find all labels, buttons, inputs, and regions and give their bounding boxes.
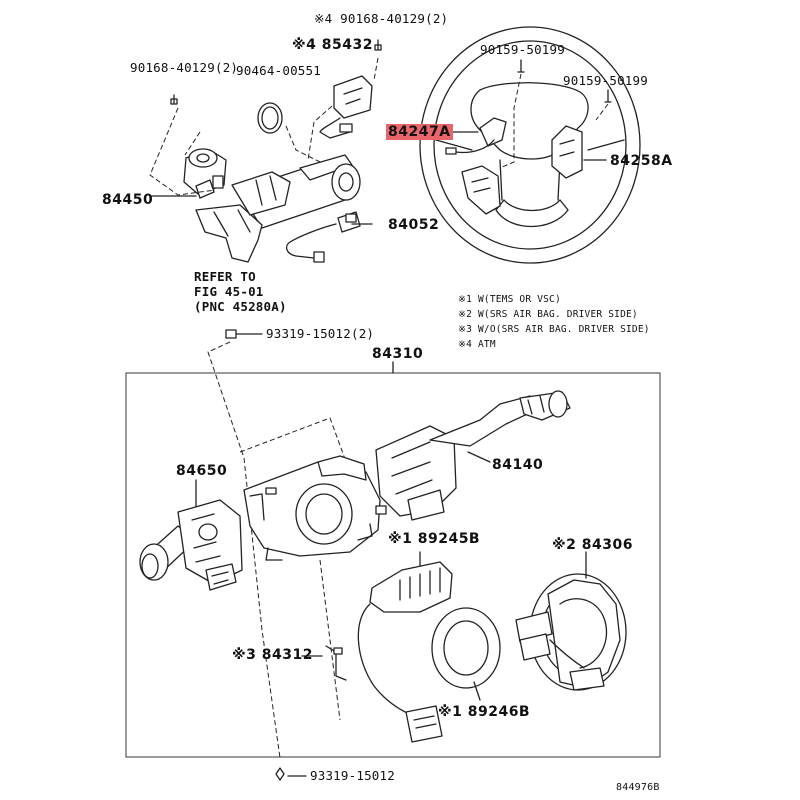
label-refer-pnc: (PNC 45280A) [194, 299, 287, 314]
screw-93319-bottom [275, 767, 307, 781]
label-90159-50199-b: 90159-50199 [563, 73, 648, 88]
label-84140: 84140 [492, 457, 544, 473]
stalk-84140 [375, 390, 571, 521]
label-84052: 84052 [388, 217, 440, 233]
steering-wheel-group [419, 26, 641, 264]
label-90464-00551: 90464-00551 [236, 63, 321, 78]
steering-column-group [170, 39, 382, 263]
sensor-89245B [357, 551, 453, 743]
central-switch-body [243, 455, 387, 561]
label-89245B: ※1 89245B [388, 531, 481, 547]
label-84450: 84450 [102, 192, 154, 208]
label-85432: ※4 85432 [292, 37, 373, 53]
label-93319-15012-bottom: 93319-15012 [310, 768, 395, 783]
label-93319-15012-top: 93319-15012(2) [266, 326, 375, 341]
combination-switch-frame [125, 341, 661, 759]
label-84650: 84650 [176, 463, 228, 479]
footnotes: ※1 W(TEMS OR VSC) ※2 W(SRS AIR BAG. DRIV… [458, 292, 650, 352]
label-84258A: 84258A [610, 153, 673, 169]
label-84310: 84310 [372, 346, 424, 362]
label-90168-40129-top: ※4 90168-40129(2) [314, 11, 449, 26]
label-refer-fig: FIG 45-01 [194, 284, 264, 299]
label-refer-to: REFER TO [194, 269, 256, 284]
footnote-1: ※1 W(TEMS OR VSC) [458, 294, 561, 305]
label-84306: ※2 84306 [552, 537, 633, 553]
ring-89246B [431, 607, 501, 701]
footnote-4: ※4 ATM [458, 339, 496, 350]
label-84312: ※3 84312 [232, 647, 313, 663]
highlighted-part-84247A[interactable]: 84247A [386, 124, 453, 140]
label-90168-40129-left: 90168-40129(2) [130, 60, 239, 75]
upper-left-leaders [149, 57, 379, 225]
spiral-cable-84306 [515, 551, 627, 691]
part-84312 [301, 645, 347, 681]
stalk-84650 [139, 479, 243, 591]
screw-93319-top [225, 329, 263, 339]
label-90159-50199-a: 90159-50199 [480, 42, 565, 57]
figure-code: 844976B [616, 782, 660, 793]
label-89246B: ※1 89246B [438, 704, 531, 720]
footnote-2: ※2 W(SRS AIR BAG. DRIVER SIDE) [458, 309, 638, 320]
footnote-3: ※3 W/O(SRS AIR BAG. DRIVER SIDE) [458, 324, 650, 335]
label-84247A[interactable]: 84247A [386, 124, 453, 140]
